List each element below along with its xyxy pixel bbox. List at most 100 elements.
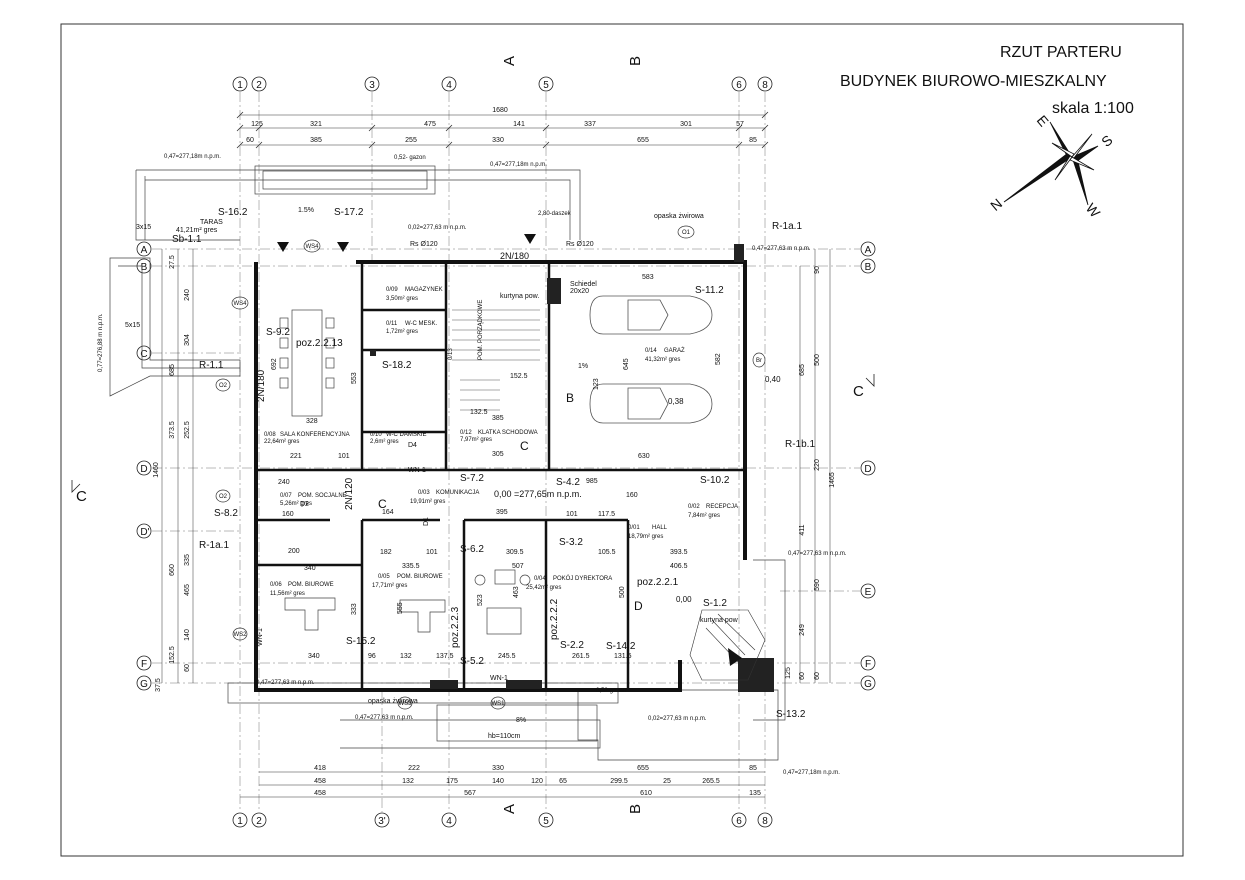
tag-taras: TARAS xyxy=(200,219,223,226)
room-name-0910: W-C DAMSKIE xyxy=(386,432,427,438)
level-9: 0,47=277,63 m n.p.m. xyxy=(256,680,315,686)
level-6: 0,77=276,88 m n.p.m. xyxy=(98,313,104,372)
idim-96: 96 xyxy=(368,653,376,660)
idim-553: 553 xyxy=(351,372,358,384)
tag-big-c1: C xyxy=(378,497,387,511)
tag-poz2213: poz.2.2.13 xyxy=(296,338,343,349)
axis-h-A-left: A xyxy=(141,245,148,256)
ws3-label: WS3 xyxy=(398,701,412,707)
room-num-0505: 0/05 xyxy=(378,574,390,580)
tag-wn1a: WN-1 xyxy=(408,467,426,474)
axis-vb-4: 4 xyxy=(446,816,452,827)
level-11: 0,52-gazon xyxy=(596,688,626,694)
dim-left-9: 335 xyxy=(184,554,191,566)
dim-top-r1-1: 321 xyxy=(310,121,322,128)
tag-s162-top: S-16.2 xyxy=(218,207,248,218)
dim-top-r2-0: 60 xyxy=(246,137,254,144)
ws4-left: WS4 xyxy=(233,301,247,307)
drawing-title: RZUT PARTERU xyxy=(1000,44,1122,61)
room-area-0707: 5,26m² gres xyxy=(280,501,312,507)
tag-r1a1-top: R-1a.1 xyxy=(772,221,802,232)
tag-big-b: B xyxy=(566,391,574,405)
dim-bot-r2-4: 120 xyxy=(531,778,543,785)
section-B-top: B xyxy=(627,56,644,66)
dim-left-3: 240 xyxy=(184,289,191,301)
tag-wn1b: WN-1 xyxy=(490,675,508,682)
o1-label: O1 xyxy=(682,230,691,236)
dim-bot-r2-3: 140 xyxy=(492,778,504,785)
tag-poz223: poz.2.2.3 xyxy=(450,606,461,648)
room-name-0808: SALA KONFERENCYJNA xyxy=(280,432,350,438)
tag-s32: S-3.2 xyxy=(559,537,583,548)
tag-2n120: 2N/120 xyxy=(344,477,355,510)
idim-645: 645 xyxy=(623,358,630,370)
dim-bot-r3-3: 135 xyxy=(749,790,761,797)
idim-985: 985 xyxy=(586,478,598,485)
room-area-0101: 18,79m² gres xyxy=(628,534,663,540)
idim-101a: 101 xyxy=(338,453,350,460)
dim-bot-r3-0: 458 xyxy=(314,790,326,797)
section-C-right: C xyxy=(853,383,864,400)
idim-221: 221 xyxy=(290,453,302,460)
dim-bot-r2-2: 175 xyxy=(446,778,458,785)
level-12: 0,02=277,63 m n.p.m. xyxy=(648,716,707,722)
idim-1055: 105.5 xyxy=(598,549,616,556)
dim-bot-r2-5: 65 xyxy=(559,778,567,785)
compass-w: W xyxy=(1083,200,1104,221)
north-arrow-icon xyxy=(1003,121,1099,206)
tag-s182: S-18.2 xyxy=(382,360,412,371)
dim-right-6: 590 xyxy=(814,579,821,591)
tag-poz222: poz.2.2.2 xyxy=(549,598,560,640)
dim-bot-r2-6: 299.5 xyxy=(610,778,628,785)
axis-h-G-left: G xyxy=(140,679,148,690)
dim-left-8: 465 xyxy=(184,584,191,596)
dim-left-12: 60 xyxy=(184,664,191,672)
tag-3x15: 3x15 xyxy=(136,224,151,231)
section-A-bottom: A xyxy=(501,804,518,814)
tag-kurtyna-b: kurtyna pow xyxy=(700,617,739,624)
tag-taras-area: 41,21m² gres xyxy=(176,227,218,234)
axis-vb-5: 5 xyxy=(543,816,549,827)
axis-h-E-right: E xyxy=(865,587,872,598)
tag-kurtyna-a: kurtyna pow. xyxy=(500,293,539,300)
axis-labels-bottom xyxy=(232,812,773,828)
tag-big-c2: C xyxy=(520,439,529,453)
conference-table-icon xyxy=(279,309,335,417)
stairs xyxy=(452,309,540,411)
dimension-lines-top xyxy=(236,111,769,149)
axis-vb-2: 2 xyxy=(256,816,262,827)
dim-right-2: 500 xyxy=(814,354,821,366)
idim-101b: 101 xyxy=(566,511,578,518)
axis-v-8: 8 xyxy=(762,80,768,91)
idim-340a: 340 xyxy=(304,565,316,572)
idim-240: 240 xyxy=(278,479,290,486)
dim-left-2: 304 xyxy=(184,334,191,346)
dim-bot-r1-4: 85 xyxy=(749,765,757,772)
idim-333: 333 xyxy=(351,603,358,615)
room-area-0404: 25,42m² gres xyxy=(526,585,561,591)
dim-bot-r1-2: 330 xyxy=(492,765,504,772)
tag-rs120a: Rs Ø120 xyxy=(410,241,438,248)
ws2-label: WS2 xyxy=(233,632,247,638)
tag-s42: S-4.2 xyxy=(556,477,580,488)
dimension-lines-right xyxy=(799,249,831,683)
dim-left-11: 152.5 xyxy=(169,646,176,664)
room-name-0505: POM. BIUROWE xyxy=(397,574,443,580)
room-name-0909: MAGAZYNEK xyxy=(405,287,443,293)
tag-pct8: 8% xyxy=(516,717,526,724)
tag-s102: S-10.2 xyxy=(700,475,730,486)
wall-hatches xyxy=(370,244,774,692)
site-outlines xyxy=(109,165,786,761)
level-8: 0,47=277,63 m n.p.m. xyxy=(788,551,847,557)
dim-right-0: 1465 xyxy=(829,472,836,488)
dim-left-0: 1460 xyxy=(153,462,160,478)
idim-583: 583 xyxy=(642,274,654,281)
axis-vb-1: 1 xyxy=(237,816,243,827)
ws4-top: WS4 xyxy=(305,244,319,250)
dim-left-6: 252.5 xyxy=(184,421,191,439)
dim-bot-r1-3: 655 xyxy=(637,765,649,772)
tag-s112: S-11.2 xyxy=(695,285,724,296)
tag-poz221: poz.2.2.1 xyxy=(637,577,679,588)
idim-340b: 340 xyxy=(308,653,320,660)
room-name-0707: POM. SOCJALNE xyxy=(298,493,347,499)
